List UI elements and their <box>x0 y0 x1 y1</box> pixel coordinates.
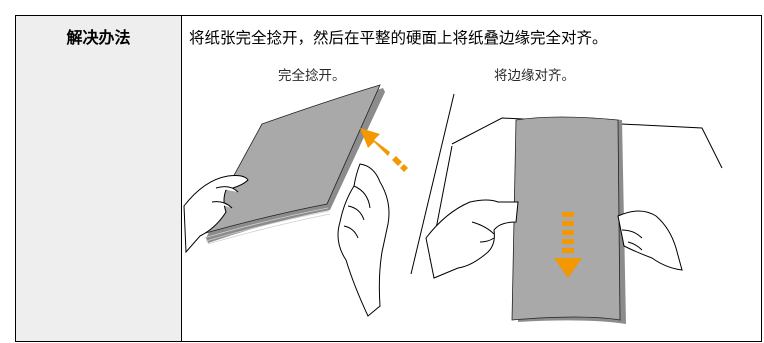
fanned-page-edges <box>203 207 331 245</box>
arrow-dash <box>562 212 574 217</box>
stack-front-sheet <box>511 116 621 321</box>
paper-handling-illustration: 完全捻开。 将边缘对齐。 <box>183 67 723 324</box>
right-hand-right-panel <box>617 210 683 271</box>
align-edges-caption: 将边缘对齐。 <box>494 68 575 84</box>
fan-paper-caption: 完全捻开。 <box>278 67 346 84</box>
arrow-dash <box>562 248 574 253</box>
upright-paper-stack <box>511 116 626 324</box>
arrow-dash <box>562 239 574 244</box>
instruction-text: 将纸张完全捻开，然后在平整的硬面上将纸叠边缘完全对齐。 <box>189 29 608 47</box>
panel-divider <box>410 93 455 275</box>
table-header-label: 解决办法 <box>66 28 131 47</box>
paper-front-sheet <box>201 84 381 235</box>
arrow-head <box>554 258 582 278</box>
table-header-cell: 解决办法 <box>16 16 182 341</box>
right-hand-left-panel <box>337 163 390 317</box>
fanned-paper-stack <box>201 84 385 245</box>
left-hand-left-panel <box>183 175 249 254</box>
solution-table: 解决办法 将纸张完全捻开，然后在平整的硬面上将纸叠边缘完全对齐。 完全捻开。 将… <box>15 15 762 342</box>
fan-direction-arrow <box>360 128 408 172</box>
align-direction-arrow <box>554 212 582 278</box>
left-hand-right-panel <box>425 199 519 279</box>
arrow-dash <box>562 221 574 226</box>
arrow-dash <box>562 230 574 235</box>
table-content-cell: 将纸张完全捻开，然后在平整的硬面上将纸叠边缘完全对齐。 完全捻开。 将边缘对齐。 <box>182 16 761 341</box>
